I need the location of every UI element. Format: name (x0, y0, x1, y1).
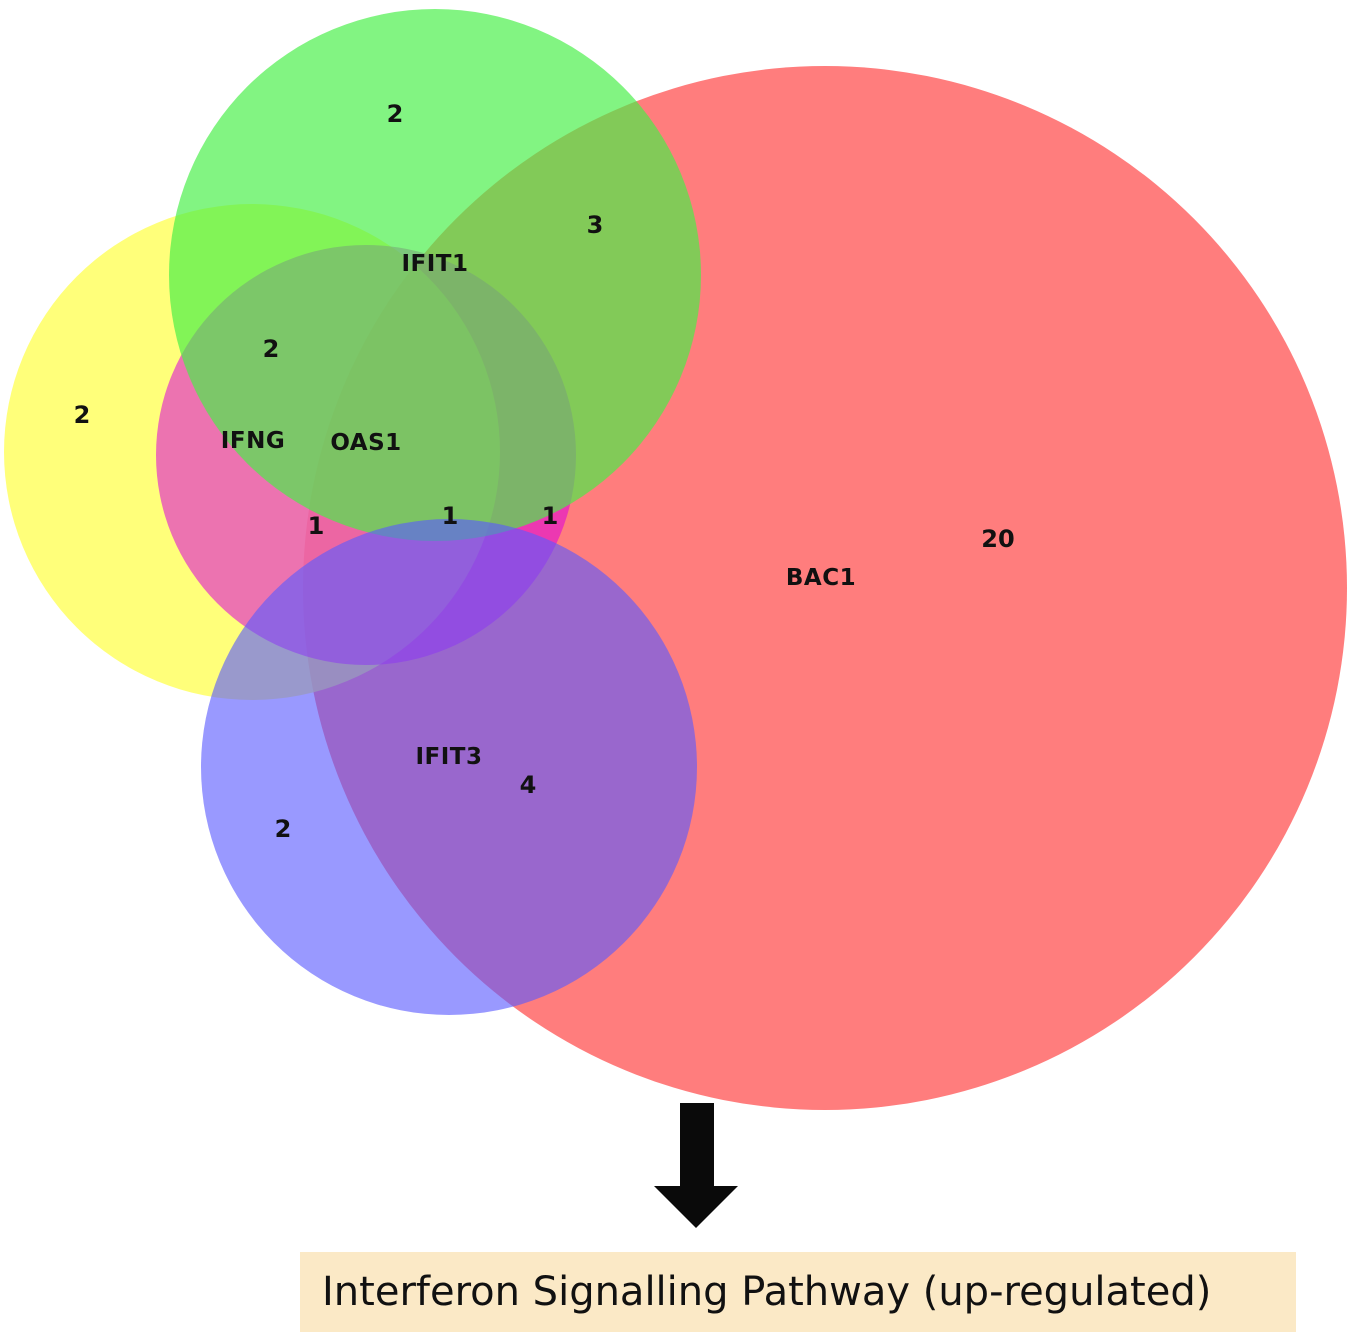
count-red-magenta: 1 (542, 502, 559, 530)
count-red-blue: 4 (520, 771, 537, 799)
count-yellow-magenta: 1 (308, 512, 325, 540)
set-circle-ifit3 (201, 519, 697, 1015)
count-green-only: 2 (387, 100, 404, 128)
count-green-red-magenta: 1 (442, 502, 459, 530)
set-label-ifng: IFNG (221, 428, 285, 454)
set-labels: IFIT1 IFNG OAS1 BAC1 IFIT3 (221, 251, 856, 770)
count-green-yellow-magenta: 2 (263, 335, 280, 363)
count-green-red: 3 (587, 211, 604, 239)
set-label-bac1: BAC1 (786, 565, 856, 591)
set-circles (4, 9, 1347, 1110)
pathway-label: Interferon Signalling Pathway (up-regula… (322, 1269, 1212, 1315)
count-yellow-only: 2 (74, 401, 91, 429)
set-circle-ifit1 (169, 9, 701, 541)
set-label-ifit1: IFIT1 (401, 251, 468, 277)
pathway-label-box: Interferon Signalling Pathway (up-regula… (300, 1252, 1296, 1332)
set-label-ifit3: IFIT3 (415, 744, 482, 770)
region-counts: 2 3 2 2 1 1 1 20 4 2 (74, 100, 1015, 843)
down-arrow-icon (654, 1103, 738, 1228)
count-red-only: 20 (981, 525, 1014, 553)
count-blue-only: 2 (275, 815, 292, 843)
set-label-oas1: OAS1 (330, 430, 401, 456)
